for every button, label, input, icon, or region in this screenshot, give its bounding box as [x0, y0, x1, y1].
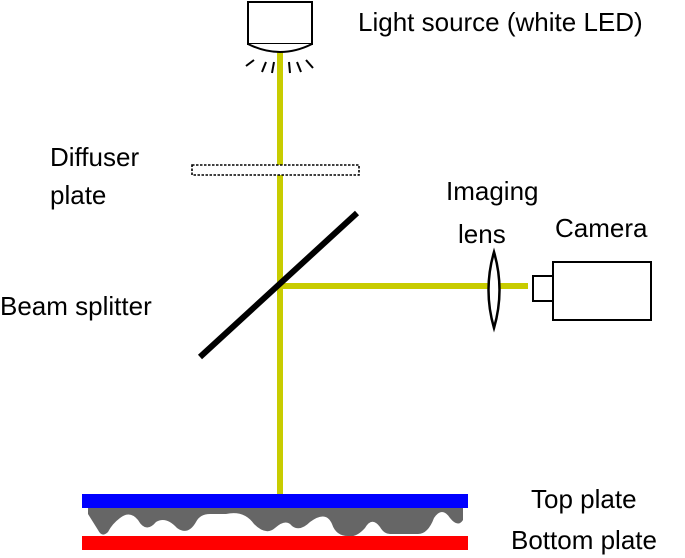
beam-splitter — [197, 210, 360, 360]
bottom-plate — [82, 536, 468, 550]
top-plate-label: Top plate — [531, 484, 637, 514]
diffuser-label-line2: plate — [50, 180, 107, 210]
imaging-lens — [487, 247, 501, 333]
imaging-lens-label-line2: lens — [458, 219, 506, 249]
liquid-layer — [88, 508, 463, 537]
camera-label: Camera — [555, 213, 648, 243]
light-source-label: Light source (white LED) — [358, 7, 643, 37]
light-source — [247, 1, 313, 53]
imaging-lens-label-line1: Imaging — [446, 176, 539, 206]
camera — [532, 261, 652, 321]
beam-splitter-label: Beam splitter — [0, 291, 152, 321]
diffuser-label-line1: Diffuser — [50, 142, 140, 172]
bottom-plate-label: Bottom plate — [511, 525, 657, 555]
diffuser-plate — [191, 164, 360, 176]
top-plate — [82, 494, 468, 508]
light-rays — [245, 59, 314, 74]
